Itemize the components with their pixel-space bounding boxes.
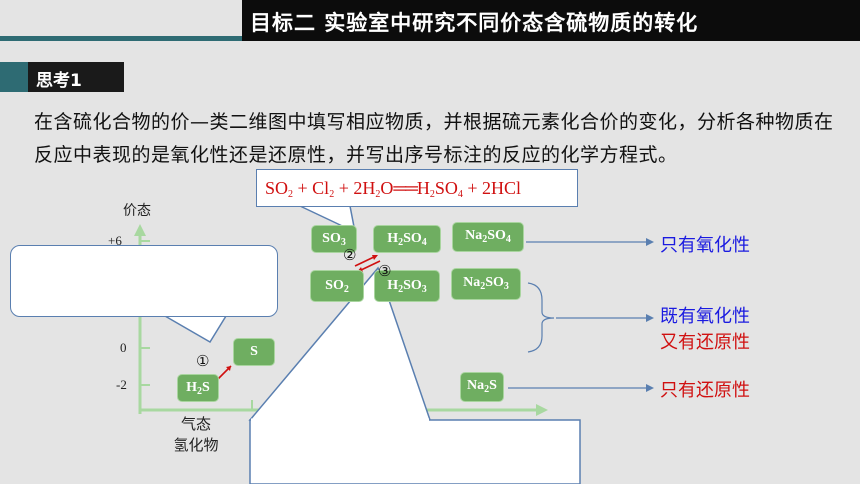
note-both-line2: 又有还原性 bbox=[660, 332, 750, 353]
header-accent-line bbox=[0, 36, 242, 41]
reaction-mark-3: ③ bbox=[378, 262, 392, 280]
x-axis-label-hydride: 气态 氢化物 bbox=[173, 415, 219, 454]
note-only-reducing: 只有还原性 bbox=[660, 380, 750, 401]
pill-so3: SO3 bbox=[311, 225, 357, 253]
pill-so2: SO2 bbox=[310, 270, 364, 302]
pill-h2so4: H2SO4 bbox=[373, 225, 441, 253]
pill-na2s: Na2S bbox=[460, 372, 504, 402]
arrow-reaction-2 bbox=[354, 255, 377, 267]
reaction-2-formula: SO2 + Cl2 + 2H2O══H2SO4 + 2HCl bbox=[256, 169, 578, 207]
question-text: 在含硫化合物的价—类二维图中填写相应物质，并根据硫元素化合价的变化，分析各种物质… bbox=[34, 111, 834, 166]
pill-na2so3: Na2SO3 bbox=[451, 268, 521, 300]
pill-na2so4: Na2SO4 bbox=[452, 222, 524, 252]
x-axis-arrow bbox=[536, 404, 548, 416]
y-tick-label-zero: 0 bbox=[120, 340, 127, 355]
note-only-oxidizing: 只有氧化性 bbox=[660, 235, 750, 256]
note-both-line1: 既有氧化性 bbox=[660, 306, 750, 327]
header-bar: 目标二 实验室中研究不同价态含硫物质的转化 bbox=[0, 0, 860, 52]
think-tag-label: 思考1 bbox=[36, 71, 82, 91]
brace-group bbox=[527, 282, 555, 353]
page-title: 目标二 实验室中研究不同价态含硫物质的转化 bbox=[250, 11, 699, 35]
y-axis-title: 价态 bbox=[123, 203, 151, 219]
pill-h2so3: H2SO3 bbox=[374, 270, 440, 302]
y-axis-arrow bbox=[134, 224, 146, 236]
reaction-mark-2: ② bbox=[343, 246, 357, 264]
pill-s: S bbox=[233, 338, 275, 366]
y-tick-label-minus2: -2 bbox=[116, 377, 127, 392]
answer-callout-left bbox=[10, 245, 278, 317]
y-tick-label-plus6: +6 bbox=[108, 233, 122, 248]
think-tag: 思考1 bbox=[0, 62, 124, 92]
reaction-mark-1: ① bbox=[196, 352, 210, 370]
think-tag-accent bbox=[0, 62, 28, 92]
left-callout-pointer bbox=[162, 315, 228, 344]
arrow-reaction-3 bbox=[358, 260, 381, 272]
pill-h2s: H2S bbox=[177, 374, 219, 402]
bottom-callout-box bbox=[249, 419, 581, 484]
header-title-band bbox=[242, 0, 860, 41]
